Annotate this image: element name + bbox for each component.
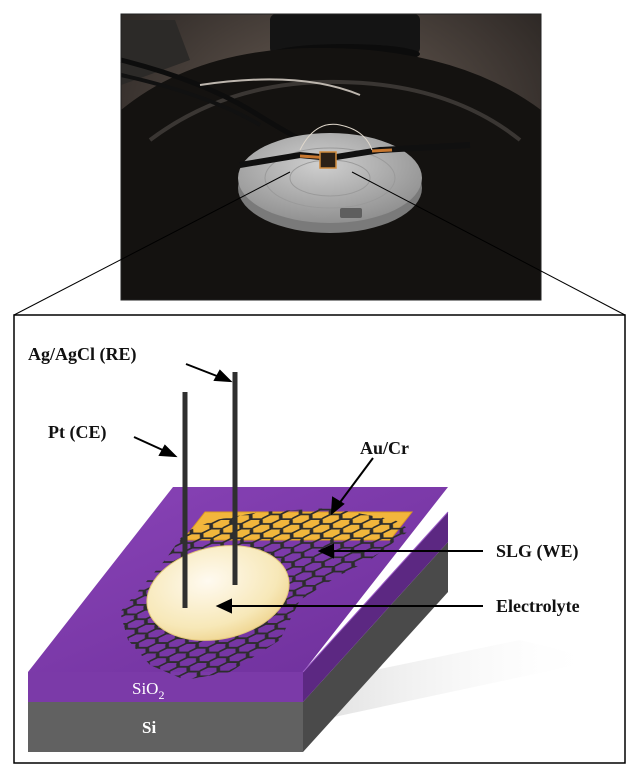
label-sio2-main: SiO [132,679,158,698]
si-layer-side [303,542,448,752]
label-ref-electrode: Ag/AgCl (RE) [28,344,137,365]
zoom-line-right [351,171,626,316]
label-sio2-subscript: 2 [158,688,164,702]
electrolyte-droplet [146,545,290,641]
label-counter-electrode: Pt (CE) [48,422,106,443]
setup-photo [120,13,542,301]
sio2-layer-front [28,672,303,702]
label-sio2: SiO2 [132,679,164,702]
si-layer-front [28,702,303,752]
label-au-cr: Au/Cr [360,438,409,458]
label-slg-we: SLG (WE) [496,541,579,562]
annotation-arrows [133,363,483,614]
zoom-line-left [13,171,291,316]
label-electrolyte: Electrolyte [496,596,580,616]
label-si: Si [142,718,156,737]
